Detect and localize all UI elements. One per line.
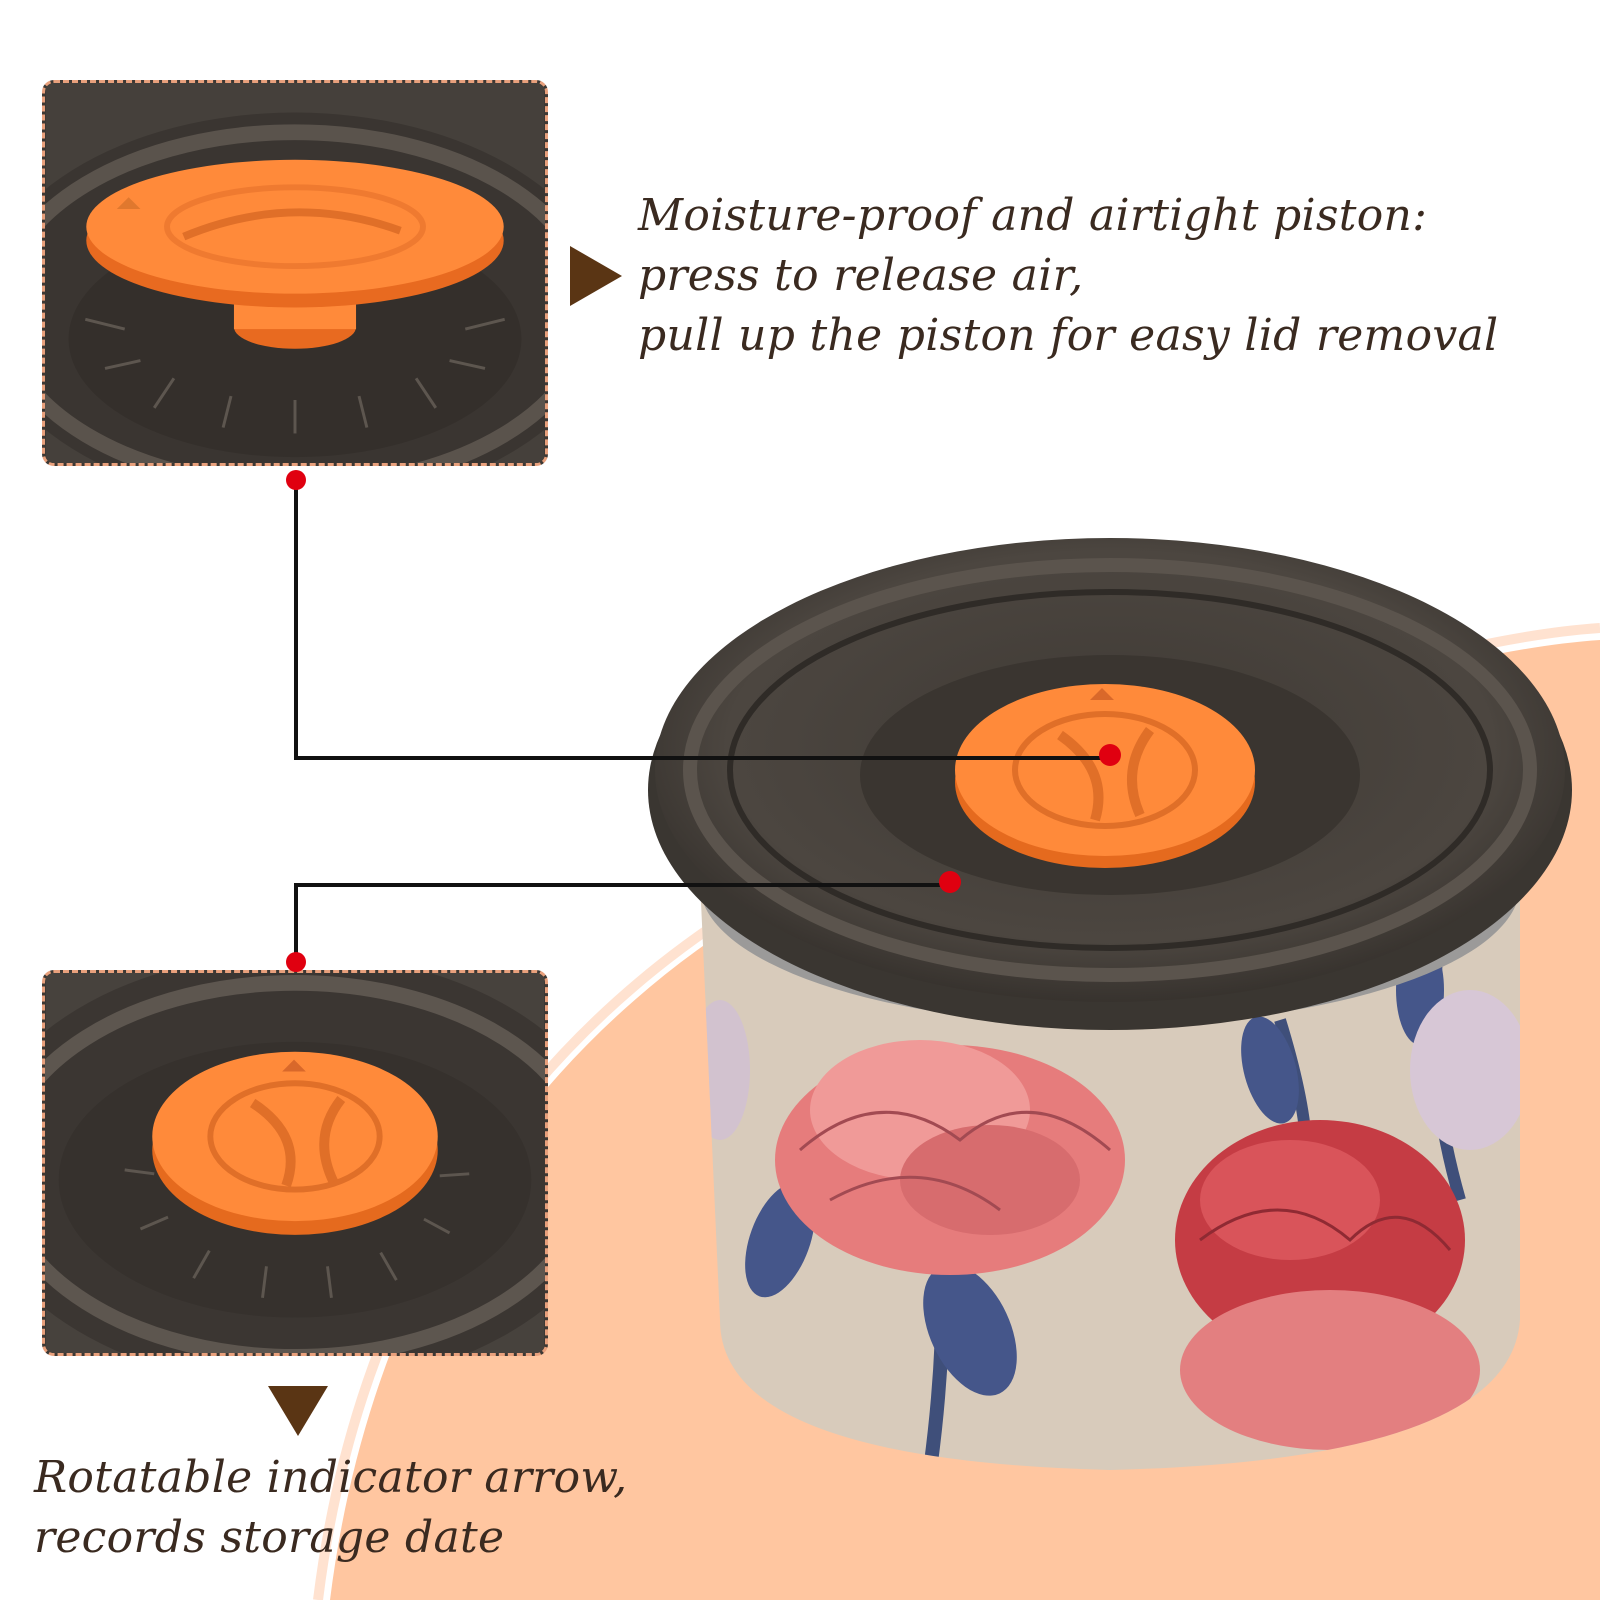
leader-line-piston <box>294 480 1110 760</box>
caption-indicator-line-1: Rotatable indicator arrow, <box>34 1452 628 1503</box>
caption-indicator: Rotatable indicator arrow, records stora… <box>34 1448 627 1568</box>
callout-dot-piston-detail <box>286 470 306 490</box>
triangle-down-icon <box>268 1386 328 1436</box>
caption-piston-line-3: pull up the piston for easy lid removal <box>638 310 1499 361</box>
detail-image-piston <box>42 80 548 466</box>
callout-dot-indicator-product <box>939 871 961 893</box>
callout-dot-piston-product <box>1099 744 1121 766</box>
caption-piston-line-1: Moisture-proof and airtight piston: <box>638 190 1428 241</box>
piston-closeup <box>45 83 545 463</box>
indicator-closeup <box>45 973 545 1353</box>
carnation-pink <box>775 1040 1125 1275</box>
callout-dot-indicator-detail <box>286 952 306 972</box>
triangle-right-icon <box>570 246 622 306</box>
caption-piston: Moisture-proof and airtight piston: pres… <box>638 186 1498 366</box>
carnation-red <box>1175 1120 1480 1450</box>
caption-piston-line-2: press to release air, <box>638 250 1084 301</box>
caption-indicator-line-2: records storage date <box>34 1512 505 1563</box>
detail-image-indicator <box>42 970 548 1356</box>
leader-line-indicator <box>294 883 950 962</box>
lid-piston <box>955 684 1255 868</box>
